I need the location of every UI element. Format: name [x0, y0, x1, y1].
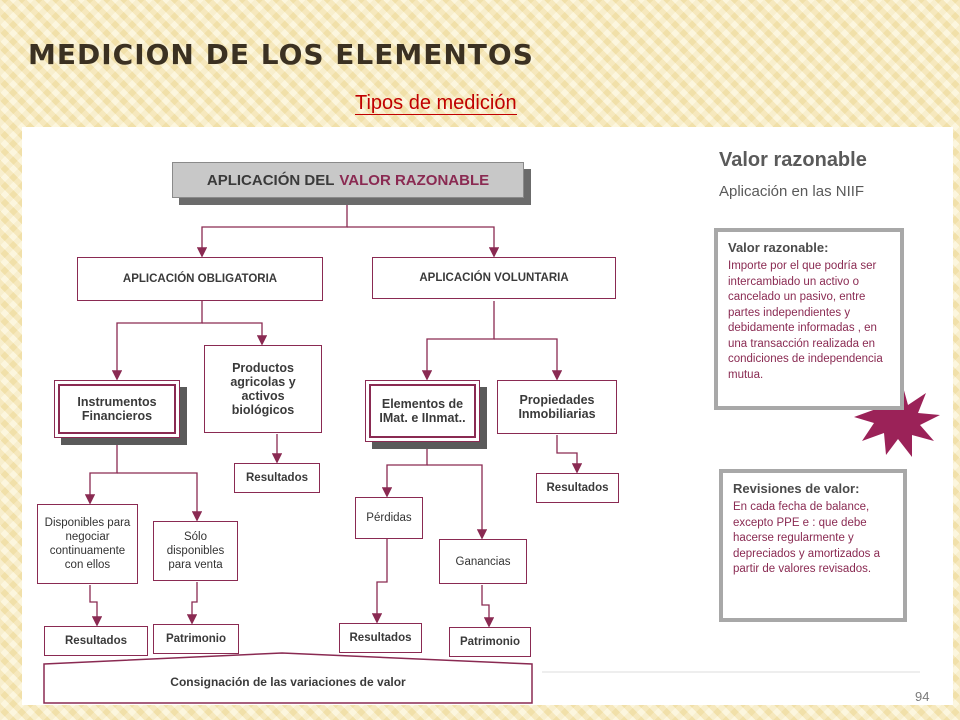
revisiones-heading: Revisiones de valor:	[733, 481, 860, 496]
diagram-panel: APLICACIÓN DEL VALOR RAZONABLE APLICACIÓ…	[22, 127, 953, 705]
valor-razonable-heading: Valor razonable:	[728, 240, 829, 255]
disponibles-negociar-box: Disponibles para negociar continuamente …	[37, 504, 138, 584]
slide-subtitle: Tipos de medición	[355, 92, 517, 115]
aplicacion-obligatoria-box: APLICACIÓN OBLIGATORIA	[77, 257, 323, 301]
valor-razonable-info-box: Valor razonable: Importe por el que podr…	[714, 228, 904, 410]
side-subtitle: Aplicación en las NIIF	[719, 183, 865, 200]
resultados-productos-box: Resultados	[234, 463, 320, 493]
revisiones-text: En cada fecha de balance, excepto PPE e …	[733, 501, 881, 575]
patrimonio-ganancias-box: Patrimonio	[449, 627, 531, 657]
page-number: 94	[915, 689, 930, 704]
elementos-imat-box: Elementos de IMat. e IInmat..	[365, 380, 480, 442]
consignacion-label: Consignación de las variaciones de valor	[170, 675, 406, 689]
patrimonio-solo-box: Patrimonio	[153, 624, 239, 654]
productos-agricolas-box: Productos agricolas y activos biológicos	[204, 345, 322, 433]
valor-razonable-text: Importe por el que podría ser intercambi…	[728, 260, 883, 381]
aplicacion-voluntaria-box: APLICACIÓN VOLUNTARIA	[372, 257, 616, 299]
perdidas-box: Pérdidas	[355, 497, 423, 539]
header-prefix: APLICACIÓN DEL	[206, 171, 335, 189]
resultados-perdidas-box: Resultados	[339, 623, 422, 653]
instrumentos-financieros-box: Instrumentos Financieros	[54, 380, 180, 438]
resultados-propiedades-box: Resultados	[536, 473, 619, 503]
resultados-disponibles-box: Resultados	[44, 626, 148, 656]
valor-razonable-header: APLICACIÓN DEL VALOR RAZONABLE	[172, 162, 524, 198]
revisiones-valor-info-box: Revisiones de valor: En cada fecha de ba…	[719, 469, 907, 622]
slide-title: MEDICION DE LOS ELEMENTOS	[28, 38, 534, 71]
header-accent: VALOR RAZONABLE	[339, 171, 490, 189]
solo-disponibles-box: Sólo disponibles para venta	[153, 521, 238, 581]
side-title: Valor razonable	[719, 149, 867, 171]
consignacion-bracket	[43, 652, 533, 704]
propiedades-inmobiliarias-box: Propiedades Inmobiliarias	[497, 380, 617, 434]
ganancias-box: Ganancias	[439, 539, 527, 584]
